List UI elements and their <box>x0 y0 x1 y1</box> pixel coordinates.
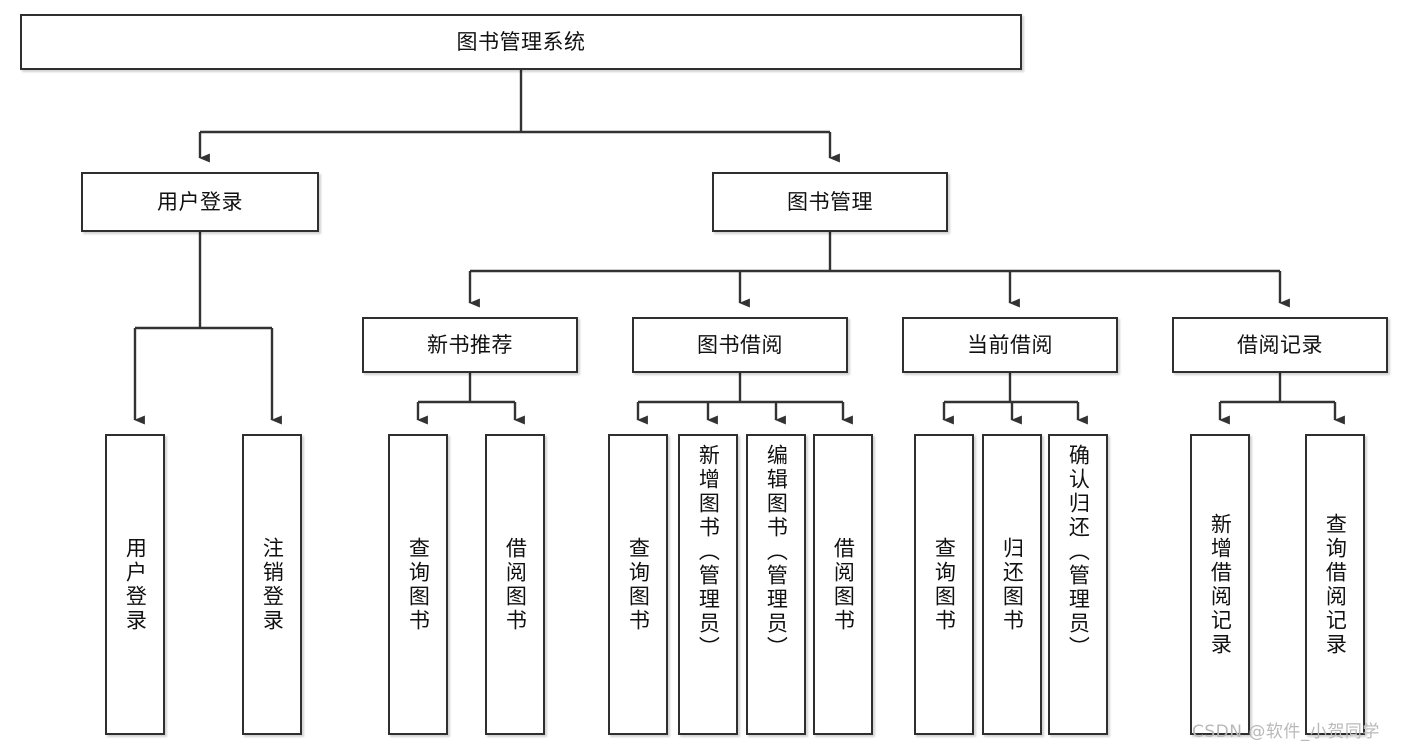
node-new-book-rec[interactable]: 新书推荐 <box>362 317 578 373</box>
node-leaf-query-record-label: 查询借阅记录 <box>1323 512 1348 657</box>
node-leaf-return-book[interactable]: 归还图书 <box>982 434 1042 735</box>
node-leaf-edit-book[interactable]: 编辑图书（管理员） <box>746 434 806 735</box>
node-user-login[interactable]: 用户登录 <box>81 172 319 232</box>
node-leaf-borrow-book-2-label: 借阅图书 <box>831 536 856 633</box>
node-leaf-confirm-return[interactable]: 确认归还（管理员） <box>1048 434 1108 735</box>
node-new-book-rec-label: 新书推荐 <box>427 332 513 357</box>
node-leaf-return-book-label: 归还图书 <box>1000 536 1025 633</box>
node-current-borrow[interactable]: 当前借阅 <box>902 317 1118 373</box>
node-borrow-record-label: 借阅记录 <box>1237 332 1323 357</box>
node-leaf-logout[interactable]: 注销登录 <box>242 434 302 735</box>
node-current-borrow-label: 当前借阅 <box>967 332 1053 357</box>
node-leaf-query-book-2[interactable]: 查询图书 <box>608 434 668 735</box>
node-leaf-query-book-2-label: 查询图书 <box>626 536 651 633</box>
node-leaf-query-book-1-label: 查询图书 <box>406 536 431 633</box>
node-leaf-query-book-3-label: 查询图书 <box>932 536 957 633</box>
node-leaf-borrow-book-2[interactable]: 借阅图书 <box>813 434 873 735</box>
node-leaf-query-record[interactable]: 查询借阅记录 <box>1305 434 1365 735</box>
node-leaf-borrow-book-1[interactable]: 借阅图书 <box>485 434 545 735</box>
node-root-label: 图书管理系统 <box>456 29 586 54</box>
node-leaf-user-login[interactable]: 用户登录 <box>105 434 165 735</box>
node-leaf-confirm-return-label: 确认归还（管理员） <box>1066 444 1091 660</box>
node-leaf-logout-label: 注销登录 <box>260 536 285 633</box>
node-leaf-borrow-book-1-label: 借阅图书 <box>503 536 528 633</box>
node-borrow-record[interactable]: 借阅记录 <box>1172 317 1388 373</box>
node-user-login-label: 用户登录 <box>157 189 243 214</box>
node-leaf-query-book-1[interactable]: 查询图书 <box>388 434 448 735</box>
node-book-borrow-label: 图书借阅 <box>697 332 783 357</box>
node-leaf-add-record-label: 新增借阅记录 <box>1208 512 1233 657</box>
csdn-watermark: CSDN @软件_小贺同学 <box>1192 722 1380 742</box>
node-leaf-add-book[interactable]: 新增图书（管理员） <box>678 434 738 735</box>
node-book-borrow[interactable]: 图书借阅 <box>632 317 848 373</box>
node-book-manage-label: 图书管理 <box>787 189 873 214</box>
node-leaf-add-book-label: 新增图书（管理员） <box>696 444 721 660</box>
node-root[interactable]: 图书管理系统 <box>20 14 1022 70</box>
node-book-manage[interactable]: 图书管理 <box>712 172 948 232</box>
node-leaf-user-login-label: 用户登录 <box>123 536 148 633</box>
node-leaf-query-book-3[interactable]: 查询图书 <box>914 434 974 735</box>
node-leaf-add-record[interactable]: 新增借阅记录 <box>1190 434 1250 735</box>
node-leaf-edit-book-label: 编辑图书（管理员） <box>764 444 789 660</box>
